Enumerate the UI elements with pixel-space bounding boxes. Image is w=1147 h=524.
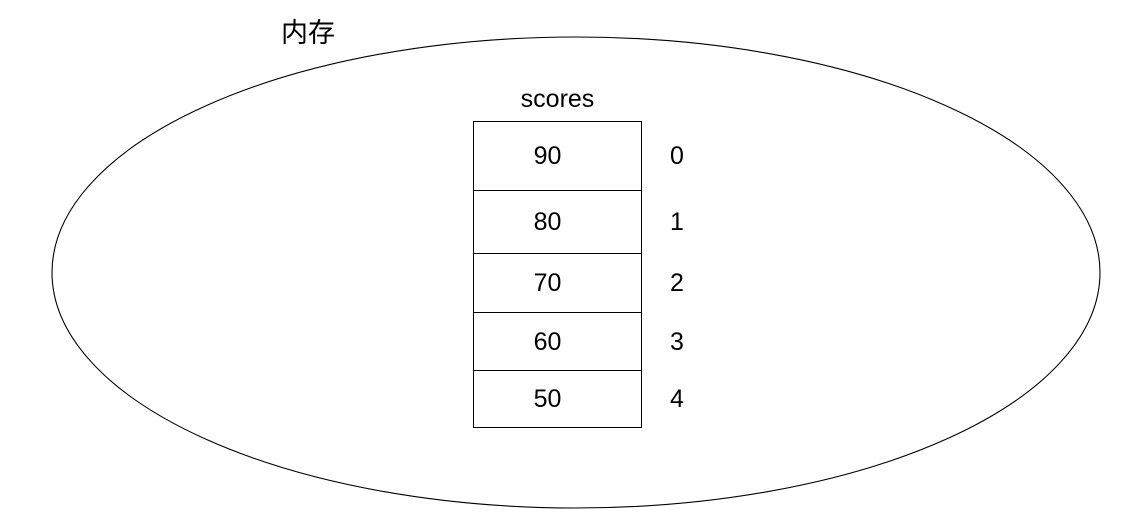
array-cell-index: 3 (670, 327, 684, 356)
array-cell-value: 90 (533, 142, 562, 170)
memory-ellipse-shape (51, 36, 1101, 509)
array-cell-index: 0 (670, 142, 684, 170)
array-table: 90 0 80 1 70 2 60 3 50 4 (473, 121, 684, 428)
table-row: 50 4 (474, 371, 684, 428)
array-cell-value: 50 (533, 385, 562, 413)
array-cell-index: 4 (670, 385, 684, 413)
table-row: 70 2 (474, 254, 684, 313)
table-row: 80 1 (474, 191, 684, 254)
memory-label: 内存 (281, 18, 335, 48)
array-cell-value: 70 (533, 269, 562, 297)
array-cell-value: 60 (533, 327, 562, 356)
table-row: 60 3 (474, 313, 684, 371)
table-row: 90 0 (474, 122, 684, 191)
array-name-label: scores (520, 85, 595, 113)
array-cell-value: 80 (533, 208, 562, 236)
array-cell-index: 2 (670, 269, 684, 297)
array-cell-index: 1 (670, 208, 684, 236)
